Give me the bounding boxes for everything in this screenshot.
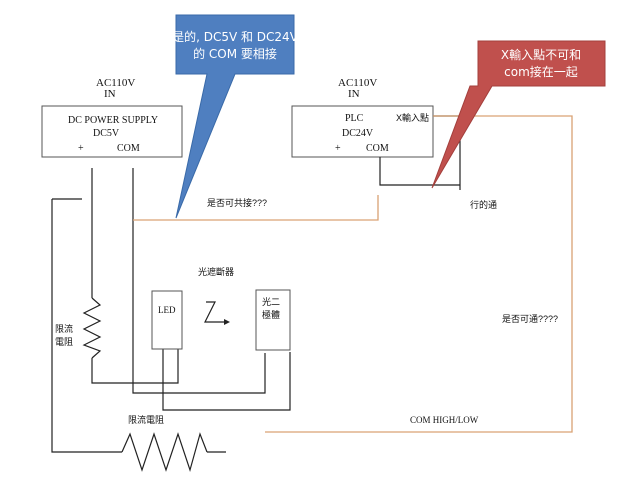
psu-com: COM xyxy=(117,143,140,154)
plc-title: PLC xyxy=(345,113,364,124)
works-label: 行的通 xyxy=(470,199,497,210)
photo-interrupter-label: 光遮斷器 xyxy=(198,266,234,277)
plc-ac-in: IN xyxy=(348,88,360,100)
psu-ac-in: IN xyxy=(104,88,116,100)
phototransistor-label-2: 極體 xyxy=(262,309,280,320)
light-beam-arrow xyxy=(204,301,224,323)
com-high-low-label: COM HIGH/LOW xyxy=(410,415,479,425)
bottom-resistor xyxy=(121,432,208,473)
red-callout-line-1: X輸入點不可和 xyxy=(501,47,581,62)
common-question-label: 是否可共接??? xyxy=(207,197,267,208)
plc-voltage: DC24V xyxy=(342,128,374,139)
red-callout: X輸入點不可和 com接在一起 xyxy=(431,40,606,189)
led-label: LED xyxy=(158,305,176,315)
red-callout-line-2: com接在一起 xyxy=(504,64,578,79)
psu-ac-label: AC110V xyxy=(96,77,135,89)
left-resistor-label-1: 限流 xyxy=(55,323,73,334)
left-resistor xyxy=(82,297,102,359)
orange-wires xyxy=(133,115,573,433)
plc-plus: + xyxy=(335,143,341,154)
phototransistor-label-1: 光二 xyxy=(262,296,280,307)
phototransistor-box xyxy=(255,289,291,351)
psu-voltage: DC5V xyxy=(93,128,120,139)
plc-input-label: X輸入點 xyxy=(396,112,429,123)
plc-ac-label: AC110V xyxy=(338,77,377,89)
plc-com: COM xyxy=(366,143,389,154)
plc-box xyxy=(291,105,434,158)
psu-plus: + xyxy=(78,143,84,154)
led-box xyxy=(151,290,183,350)
feasible-question-label: 是否可通???? xyxy=(502,314,558,324)
psu-title: DC POWER SUPPLY xyxy=(68,115,158,126)
black-wires xyxy=(51,115,461,453)
left-resistor-label-2: 電阻 xyxy=(55,337,73,347)
blue-callout-line-2: 的 COM 要相接 xyxy=(193,46,277,61)
light-beam-arrowhead xyxy=(224,319,230,325)
psu-box xyxy=(41,105,183,158)
blue-callout-line-1: 是的, DC5V 和 DC24V xyxy=(172,29,299,44)
blue-callout: 是的, DC5V 和 DC24V 的 COM 要相接 xyxy=(172,14,299,219)
bottom-resistor-label: 限流電阻 xyxy=(128,414,164,425)
